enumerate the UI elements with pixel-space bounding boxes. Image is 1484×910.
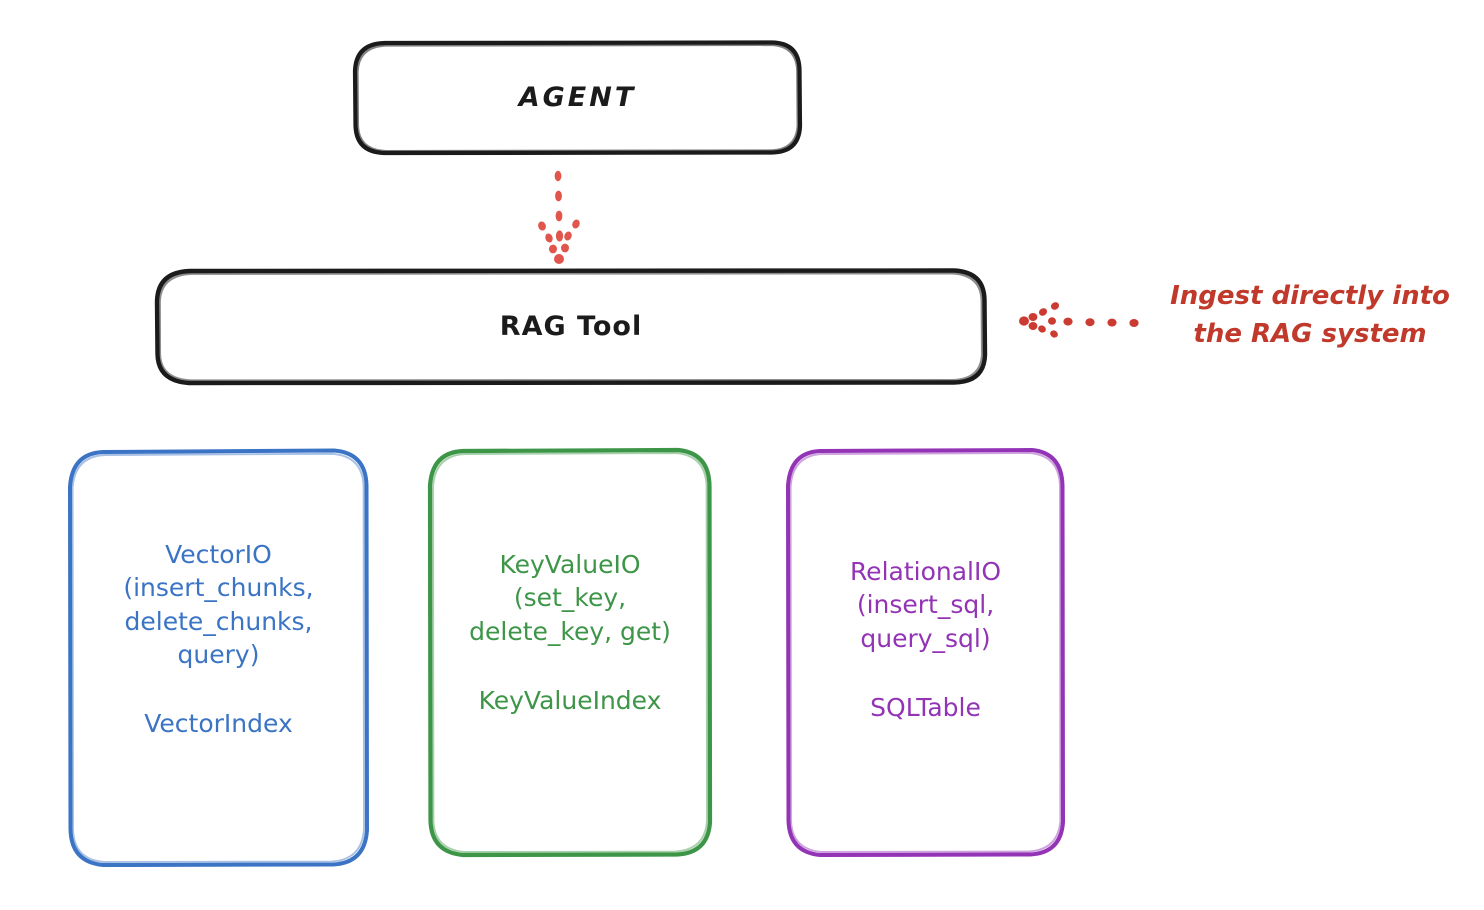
relational-io-box-outline (786, 448, 1065, 857)
vector-io-api-label: VectorIO (insert_chunks, delete_chunks, … (123, 540, 314, 669)
node-agent[interactable]: AGENT (355, 42, 800, 153)
node-rag-tool[interactable]: RAG Tool (157, 270, 985, 383)
key-value-io-index-label: KeyValueIndex (478, 685, 662, 715)
key-value-io-api-label: KeyValueIO (set_key, delete_key, get) (469, 550, 671, 646)
node-agent-label: AGENT (518, 82, 637, 113)
connector-agent-to-rag-tool (538, 170, 580, 264)
vector-io-index-label: VectorIndex (144, 709, 293, 738)
relational-io-api-label: RelationalIO (insert_sql, query_sql) (849, 557, 1002, 653)
node-vector-io[interactable]: VectorIO (insert_chunks, delete_chunks, … (70, 450, 367, 865)
connector-note-to-rag-tool (1019, 302, 1139, 338)
agent-box-outline (352, 40, 803, 156)
node-rag-tool-label: RAG Tool (499, 311, 643, 342)
vector-io-box-outline (68, 448, 369, 867)
annotation-ingest-note: Ingest directly into the RAG system (1170, 281, 1450, 349)
relational-io-index-label: SQLTable (870, 692, 981, 722)
node-relational-io[interactable]: RelationalIO (insert_sql, query_sql) SQL… (788, 450, 1063, 855)
node-key-value-io[interactable]: KeyValueIO (set_key, delete_key, get) Ke… (430, 450, 710, 855)
rag-tool-box-outline (154, 268, 988, 386)
key-value-io-box-outline (427, 447, 713, 858)
